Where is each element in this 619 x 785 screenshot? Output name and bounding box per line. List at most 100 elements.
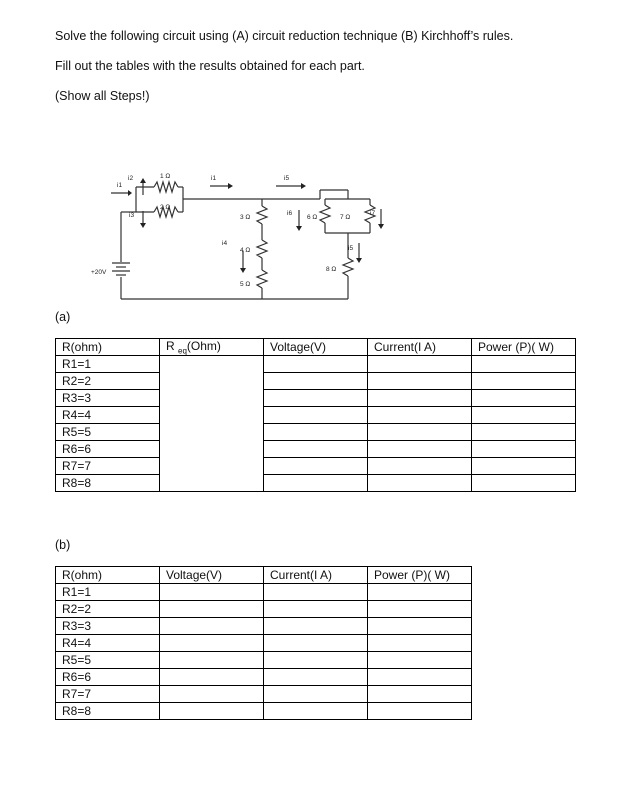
power-cell[interactable]	[367, 651, 472, 669]
current-i3-label: i3	[129, 212, 134, 219]
current-cell[interactable]	[367, 355, 472, 374]
voltage-cell[interactable]	[263, 474, 368, 493]
table-row: R4=4	[55, 634, 472, 652]
header-power: Power (P)( W)	[471, 337, 576, 357]
current-cell[interactable]	[263, 600, 368, 618]
current-i1-left-label: i1	[117, 182, 122, 189]
voltage-cell[interactable]	[159, 668, 264, 686]
current-i5-right-label: i5	[348, 245, 353, 252]
voltage-cell[interactable]	[159, 634, 264, 652]
table-row: R8=8	[55, 474, 576, 493]
power-cell[interactable]	[471, 440, 576, 459]
power-cell[interactable]	[367, 668, 472, 686]
power-cell[interactable]	[471, 423, 576, 442]
current-cell[interactable]	[367, 372, 472, 391]
table-row: R7=7	[55, 457, 576, 476]
instruction-line-1: Solve the following circuit using (A) ci…	[55, 29, 514, 43]
power-cell[interactable]	[471, 389, 576, 408]
voltage-cell[interactable]	[159, 702, 264, 720]
current-i6-label: i6	[287, 210, 292, 217]
current-cell[interactable]	[367, 406, 472, 425]
r6-label: 6 Ω	[307, 214, 317, 221]
current-cell[interactable]	[367, 389, 472, 408]
table-row: R5=5	[55, 423, 576, 442]
header-voltage: Voltage(V)	[159, 566, 264, 584]
r7-label: 7 Ω	[340, 214, 350, 221]
req-cell[interactable]	[159, 355, 264, 493]
part-b-table: R(ohm) Voltage(V) Current(I A) Power (P)…	[55, 566, 472, 720]
current-i5-top-label: i5	[284, 175, 289, 182]
power-cell[interactable]	[471, 355, 576, 374]
row-label: R5=5	[55, 423, 160, 442]
header-r-ohm: R(ohm)	[55, 337, 160, 357]
header-req: R eq(Ohm)	[159, 337, 264, 357]
row-label: R1=1	[55, 355, 160, 374]
current-i2-label: i2	[128, 175, 133, 182]
voltage-cell[interactable]	[263, 440, 368, 459]
voltage-cell[interactable]	[159, 583, 264, 601]
r1-label: 1 Ω	[160, 173, 170, 180]
row-label: R5=5	[55, 651, 160, 669]
row-label: R6=6	[55, 668, 160, 686]
instruction-line-3: (Show all Steps!)	[55, 89, 150, 103]
voltage-cell[interactable]	[159, 600, 264, 618]
current-cell[interactable]	[263, 702, 368, 720]
power-cell[interactable]	[367, 634, 472, 652]
header-r-ohm: R(ohm)	[55, 566, 160, 584]
part-a-table: R(ohm) R eq(Ohm) Voltage(V) Current(I A)…	[55, 337, 576, 493]
current-cell[interactable]	[367, 440, 472, 459]
power-cell[interactable]	[471, 474, 576, 493]
row-label: R7=7	[55, 685, 160, 703]
current-cell[interactable]	[263, 583, 368, 601]
row-label: R3=3	[55, 389, 160, 408]
table-row: R6=6	[55, 440, 576, 459]
power-cell[interactable]	[367, 617, 472, 635]
current-cell[interactable]	[367, 423, 472, 442]
row-label: R8=8	[55, 474, 160, 493]
table-row: R1=1	[55, 583, 472, 601]
current-cell[interactable]	[367, 474, 472, 493]
power-cell[interactable]	[367, 583, 472, 601]
voltage-cell[interactable]	[159, 685, 264, 703]
voltage-cell[interactable]	[263, 457, 368, 476]
voltage-cell[interactable]	[263, 389, 368, 408]
source-label: +20V	[91, 269, 107, 276]
table-row: R6=6	[55, 668, 472, 686]
power-cell[interactable]	[367, 600, 472, 618]
r5-label: 5 Ω	[240, 281, 250, 288]
part-a-label: (a)	[55, 310, 71, 324]
voltage-cell[interactable]	[263, 372, 368, 391]
part-b-label: (b)	[55, 538, 71, 552]
current-cell[interactable]	[367, 457, 472, 476]
voltage-cell[interactable]	[159, 617, 264, 635]
voltage-cell[interactable]	[263, 355, 368, 374]
header-voltage: Voltage(V)	[263, 337, 368, 357]
header-current: Current(I A)	[263, 566, 368, 584]
r3-label: 3 Ω	[240, 214, 250, 221]
table-row: R2=2	[55, 600, 472, 618]
current-cell[interactable]	[263, 651, 368, 669]
current-cell[interactable]	[263, 617, 368, 635]
header-req-subscript: eq	[178, 346, 187, 356]
table-row: R2=2	[55, 372, 576, 391]
table-row: R3=3	[55, 389, 576, 408]
current-cell[interactable]	[263, 634, 368, 652]
header-req-unit: (Ohm)	[186, 339, 221, 353]
row-label: R2=2	[55, 372, 160, 391]
table-row: R7=7	[55, 685, 472, 703]
table-row: R4=4	[55, 406, 576, 425]
row-label: R3=3	[55, 617, 160, 635]
current-cell[interactable]	[263, 685, 368, 703]
voltage-cell[interactable]	[263, 406, 368, 425]
row-label: R8=8	[55, 702, 160, 720]
power-cell[interactable]	[367, 702, 472, 720]
power-cell[interactable]	[471, 406, 576, 425]
voltage-cell[interactable]	[159, 651, 264, 669]
instruction-line-2: Fill out the tables with the results obt…	[55, 59, 365, 73]
row-label: R1=1	[55, 583, 160, 601]
current-cell[interactable]	[263, 668, 368, 686]
voltage-cell[interactable]	[263, 423, 368, 442]
power-cell[interactable]	[367, 685, 472, 703]
power-cell[interactable]	[471, 372, 576, 391]
power-cell[interactable]	[471, 457, 576, 476]
